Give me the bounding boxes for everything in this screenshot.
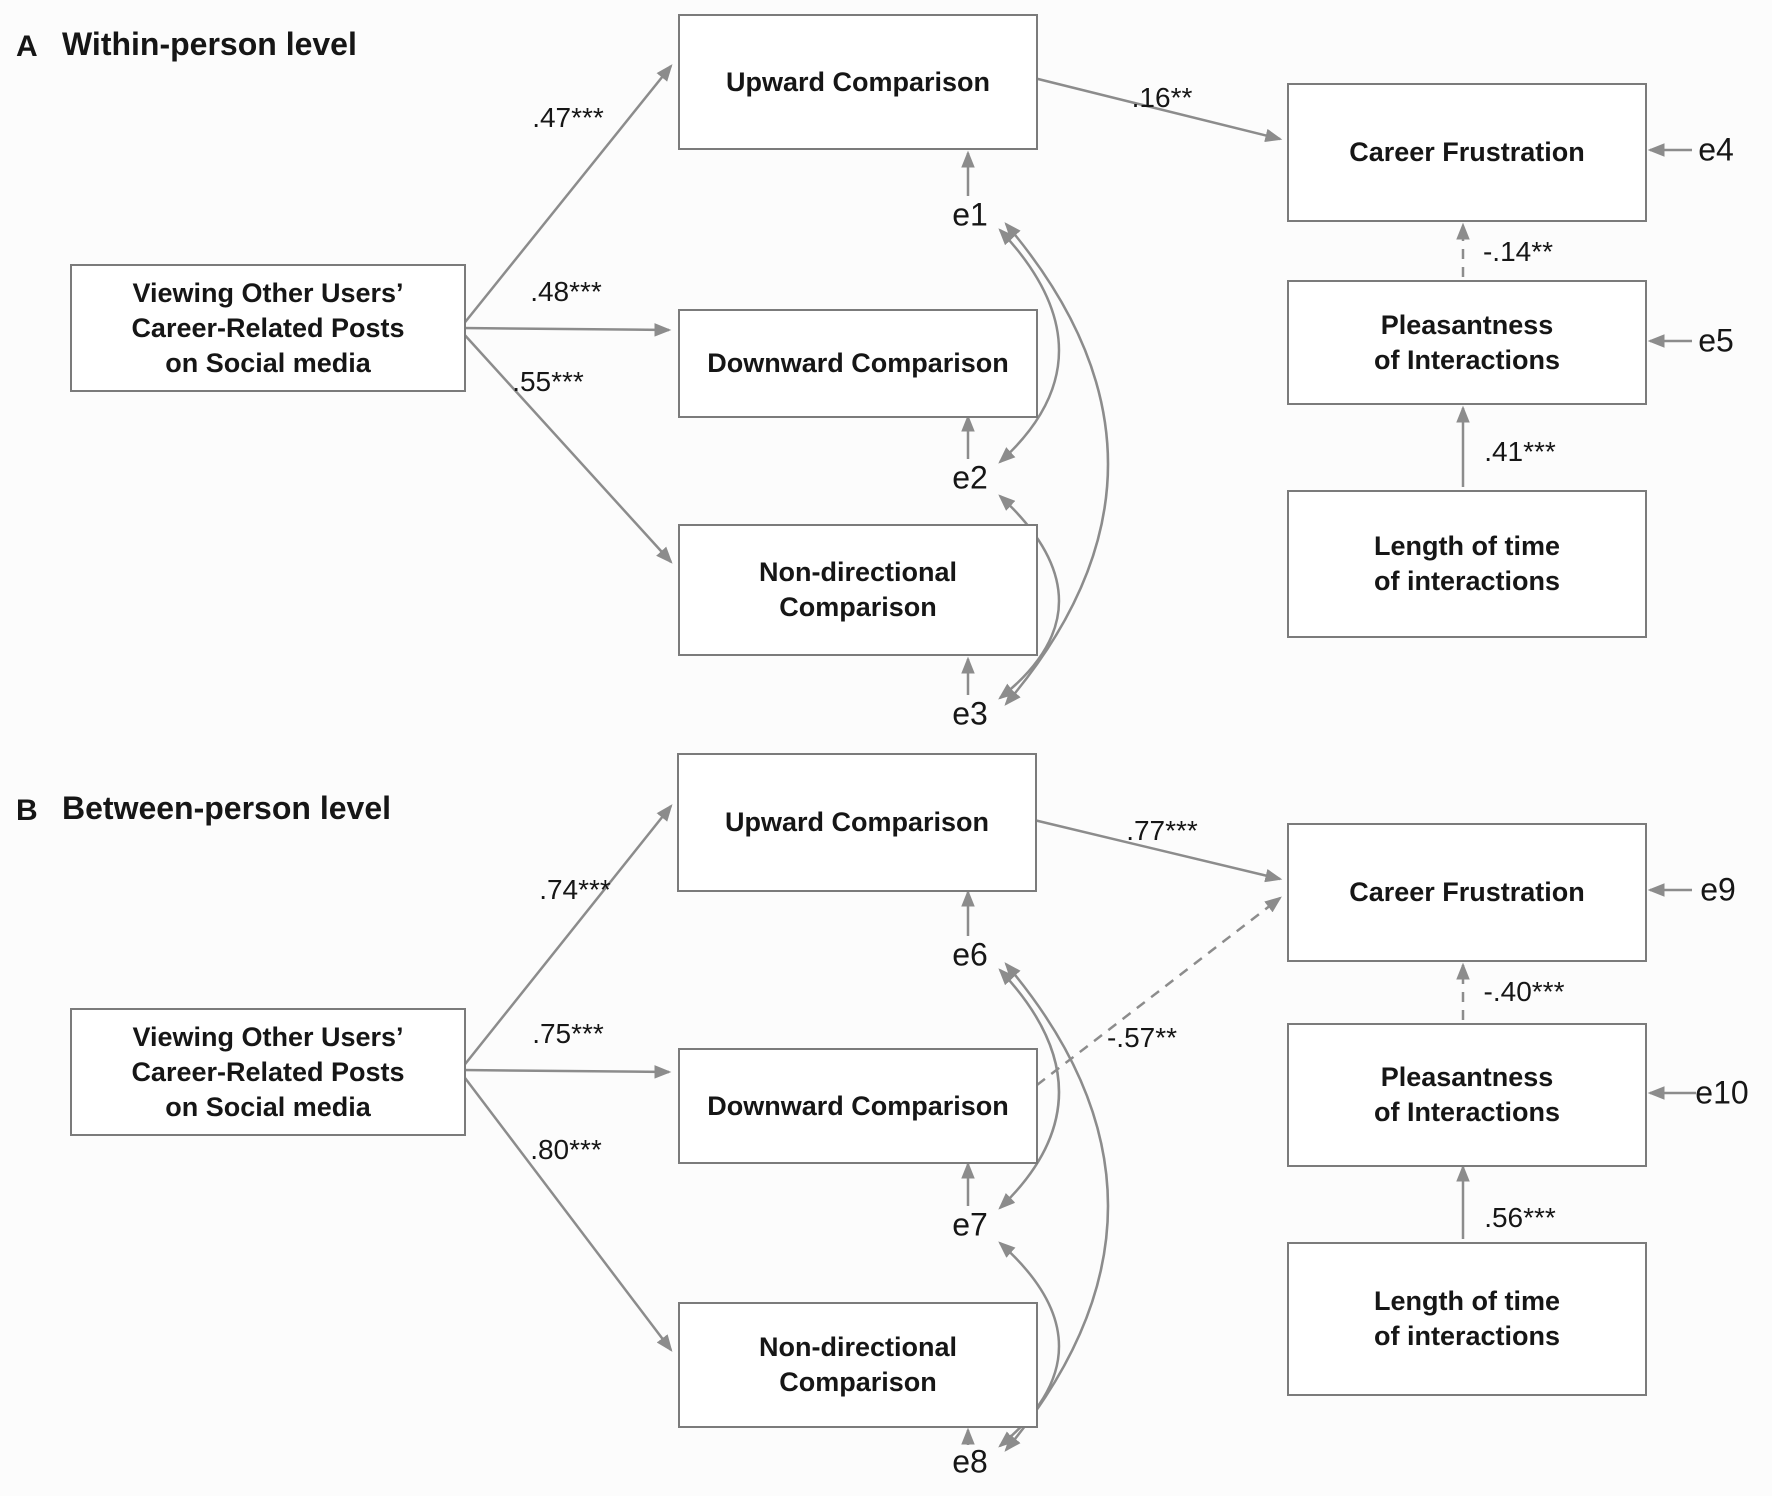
nondirectional-comparison-box-a: Non-directional Comparison [678,524,1038,656]
error-term-e1: e1 [952,196,988,233]
predictor-box-a: Viewing Other Users’ Career-Related Post… [70,264,466,392]
error-term-e4: e4 [1698,131,1734,168]
arrow-predictor-to-downward-a [461,323,672,337]
panel-a-arrows [461,64,1692,706]
length-of-time-box-b: Length of time of interactions [1287,1242,1647,1396]
covariance-arc-e1-e2 [998,228,1061,464]
predictor-line2-a: Career-Related Posts [131,312,405,343]
predictor-line2-b: Career-Related Posts [131,1056,405,1087]
coefficient-predictor-to-upward-b: .74*** [539,874,611,905]
pleasantness-label-a: Pleasantness of Interactions [1374,308,1560,378]
length-line2-b: of interactions [1373,1321,1561,1351]
error-term-e9: e9 [1700,871,1736,908]
coefficient-length-to-pleasantness-a: .41*** [1484,436,1556,467]
length-line2-a: of interactions [1373,566,1561,596]
pleasantness-line1-b: Pleasantness [1380,1062,1554,1092]
coefficient-downward-to-career-b: -.57** [1106,1022,1178,1053]
predictor-label-a: Viewing Other Users’ Career-Related Post… [131,276,404,381]
error-term-e6: e6 [952,936,988,973]
pleasantness-line2-b: of Interactions [1373,1097,1561,1127]
upward-comparison-label-a: Upward Comparison [725,66,991,97]
nondirectional-label-a: Non-directional Comparison [759,555,957,625]
arrow-predictor-to-upward-b [461,804,673,1069]
length-line1-a: Length of time [1374,531,1560,561]
error-term-e8: e8 [952,1443,988,1480]
error-term-e5: e5 [1698,322,1734,359]
predictor-box-b: Viewing Other Users’ Career-Related Post… [70,1008,466,1136]
coefficient-predictor-to-nondirectional-a: .55*** [512,366,584,397]
covariance-arc-e1-e3 [1004,222,1110,706]
coefficient-predictor-to-nondirectional-b: .80*** [530,1134,602,1165]
coefficient-length-to-pleasantness-b: .56*** [1484,1202,1556,1233]
coefficient-pleasantness-to-career-a: -.14** [1482,236,1554,267]
covariance-arc-e6-e7 [998,968,1061,1210]
arrow-predictor-to-nondirectional-b [461,1073,673,1352]
panel-b-label: B [16,794,38,827]
upward-comparison-box-a: Upward Comparison [678,14,1038,150]
covariance-arc-e2-e3 [998,494,1061,700]
downward-comparison-box-a: Downward Comparison [678,309,1038,418]
nondirectional-comparison-box-b: Non-directional Comparison [678,1302,1038,1428]
length-of-time-label-a: Length of time of interactions [1374,529,1560,599]
pleasantness-line1-a: Pleasantness [1380,309,1554,340]
panel-a-label: A [16,30,38,63]
downward-comparison-box-b: Downward Comparison [678,1048,1038,1164]
nondirectional-line1-b: Non-directional [758,1332,957,1362]
nondirectional-line2-a: Comparison [779,592,937,622]
error-term-e7: e7 [952,1206,988,1243]
downward-comparison-label-b: Downward Comparison [707,1090,1009,1121]
nondirectional-line1-a: Non-directional [758,557,957,587]
coefficient-predictor-to-upward-a: .47*** [532,102,604,133]
pleasantness-label-b: Pleasantness of Interactions [1374,1060,1560,1130]
error-term-e2: e2 [952,459,988,496]
upward-comparison-box-b: Upward Comparison [677,753,1037,892]
length-of-time-box-a: Length of time of interactions [1287,490,1647,638]
dashed-arrow-downward-to-career-b [1036,896,1282,1086]
predictor-line3-b: on Social media [165,1091,371,1122]
predictor-line1-a: Viewing Other Users’ [132,277,404,308]
arrow-upward-to-career-a [1033,76,1283,143]
covariance-arc-e6-e8 [1004,962,1110,1452]
arrow-upward-to-career-b [1033,818,1283,883]
downward-comparison-label-a: Downward Comparison [707,348,1009,378]
career-frustration-box-b: Career Frustration [1287,823,1647,962]
error-term-e3: e3 [952,695,988,732]
length-of-time-label-b: Length of time of interactions [1374,1284,1560,1354]
panel-a-title: Within-person level [62,26,357,62]
panel-b-title: Between-person level [62,790,391,826]
length-line1-b: Length of time [1374,1286,1560,1316]
predictor-line3-a: on Social media [165,347,371,378]
pleasantness-box-b: Pleasantness of Interactions [1287,1023,1647,1167]
coefficient-pleasantness-to-career-b: -.40*** [1483,976,1565,1007]
career-frustration-box-a: Career Frustration [1287,83,1647,222]
coefficient-upward-to-career-a: .16** [1131,82,1193,113]
coefficient-predictor-to-downward-b: .75*** [532,1018,604,1049]
nondirectional-line2-b: Comparison [779,1367,937,1397]
panel-b-arrows [461,804,1696,1452]
arrow-predictor-to-downward-b [461,1065,672,1079]
career-frustration-label-a: Career Frustration [1349,137,1585,167]
error-term-e10: e10 [1695,1074,1749,1111]
coefficient-predictor-to-downward-a: .48*** [530,276,602,307]
coefficient-upward-to-career-b: .77*** [1126,815,1198,846]
arrow-predictor-to-upward-a [461,64,673,327]
pleasantness-box-a: Pleasantness of Interactions [1287,280,1647,405]
arrow-predictor-to-nondirectional-a [461,331,673,564]
pleasantness-line2-a: of Interactions [1373,344,1561,375]
career-frustration-label-b: Career Frustration [1349,877,1585,907]
nondirectional-label-b: Non-directional Comparison [759,1330,957,1400]
upward-comparison-label-b: Upward Comparison [724,807,990,837]
predictor-line1-b: Viewing Other Users’ [132,1021,404,1052]
predictor-label-b: Viewing Other Users’ Career-Related Post… [131,1020,404,1125]
